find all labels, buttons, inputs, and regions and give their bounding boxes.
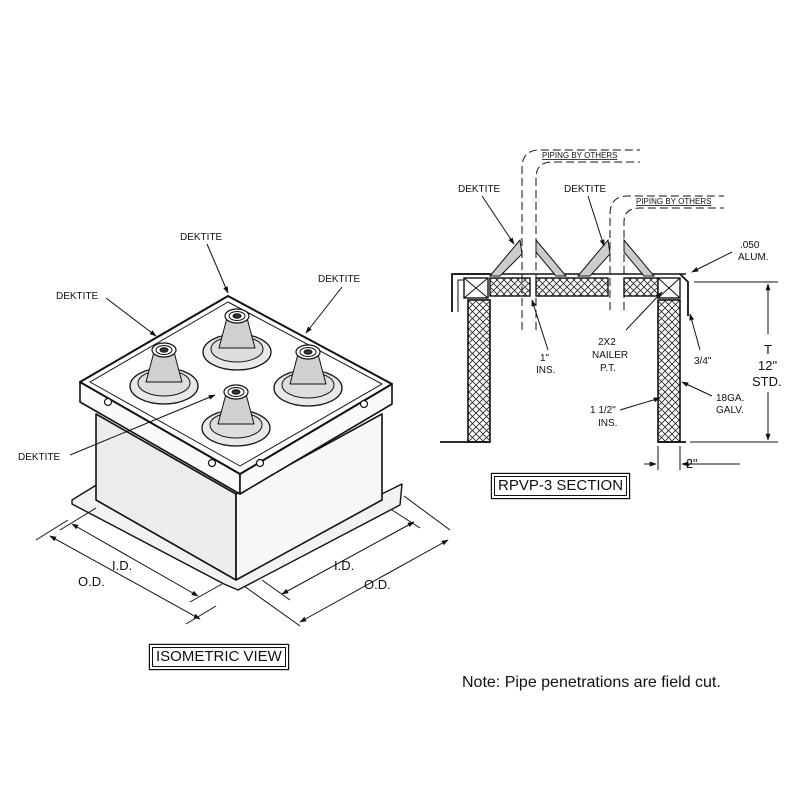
- isometric-view: [35, 243, 451, 627]
- label-piping-2: PIPING BY OTHERS: [636, 197, 711, 206]
- label-nailer-2: NAILER: [592, 350, 628, 361]
- label-id-right: I.D.: [334, 558, 354, 573]
- two-inch-dimension: [644, 446, 740, 470]
- iso-dims-left: [35, 507, 223, 625]
- label-alum-1: .050: [740, 240, 760, 251]
- label-alum-2: ALUM.: [738, 252, 769, 263]
- pipe-1: [521, 149, 640, 330]
- label-id-left: I.D.: [112, 558, 132, 573]
- boot-profile-1-right: [535, 238, 568, 277]
- boot-profile-2-left: [576, 238, 611, 277]
- label-od-left: O.D.: [78, 574, 105, 589]
- section-view: [440, 149, 778, 470]
- top-insulation-right: [623, 277, 659, 297]
- section-title: RPVP-3 SECTION: [494, 476, 628, 496]
- label-dektite-bottom: DEKTITE: [18, 452, 61, 463]
- label-section-dektite-1: DEKTITE: [458, 184, 501, 195]
- t-dimension: [690, 281, 778, 443]
- note-text: Note: Pipe penetrations are field cut.: [462, 674, 721, 691]
- label-galv-2: GALV.: [716, 405, 744, 416]
- dektite-boot-bottom: [201, 384, 271, 447]
- label-dektite-left: DEKTITE: [56, 291, 99, 302]
- boot-profile-1-left: [488, 238, 523, 277]
- iso-leaders: [69, 243, 343, 456]
- label-t-12: 12": [758, 358, 777, 373]
- label-nailer-3: P.T.: [600, 363, 616, 374]
- pipe-2: [609, 195, 724, 310]
- label-nailer-1: 2X2: [598, 337, 616, 348]
- label-dektite-top: DEKTITE: [180, 232, 223, 243]
- label-t-std: STD.: [752, 374, 782, 389]
- dektite-boot-top: [202, 308, 272, 371]
- label-ins1-1: 1": [540, 353, 550, 364]
- top-insulation-middle: [535, 277, 609, 297]
- label-od-right: O.D.: [364, 577, 391, 592]
- dektite-boot-right: [273, 344, 343, 407]
- label-ins1-2: INS.: [536, 365, 555, 376]
- left-wall-insulation: [467, 299, 491, 443]
- label-dektite-right: DEKTITE: [318, 274, 361, 285]
- label-t: T: [764, 342, 772, 357]
- iso-dims-right: [243, 495, 451, 627]
- top-insulation-left: [489, 277, 531, 297]
- label-section-dektite-2: DEKTITE: [564, 184, 607, 195]
- cap-top-inner: [89, 301, 383, 467]
- label-three-quarter: 3/4": [694, 356, 712, 367]
- label-ins15-2: INS.: [598, 418, 617, 429]
- label-ins15-1: 1 1/2": [590, 405, 616, 416]
- right-wall-insulation: [657, 299, 681, 443]
- boot-profile-2-right: [623, 238, 656, 277]
- label-galv-1: 18GA.: [716, 393, 744, 404]
- label-piping-1: PIPING BY OTHERS: [542, 151, 617, 160]
- isometric-title: ISOMETRIC VIEW: [152, 647, 286, 667]
- section-leaders: [481, 195, 733, 411]
- screw-heads: [103, 397, 369, 468]
- label-two-inch: 2": [686, 457, 697, 471]
- dektite-boot-left: [129, 342, 199, 405]
